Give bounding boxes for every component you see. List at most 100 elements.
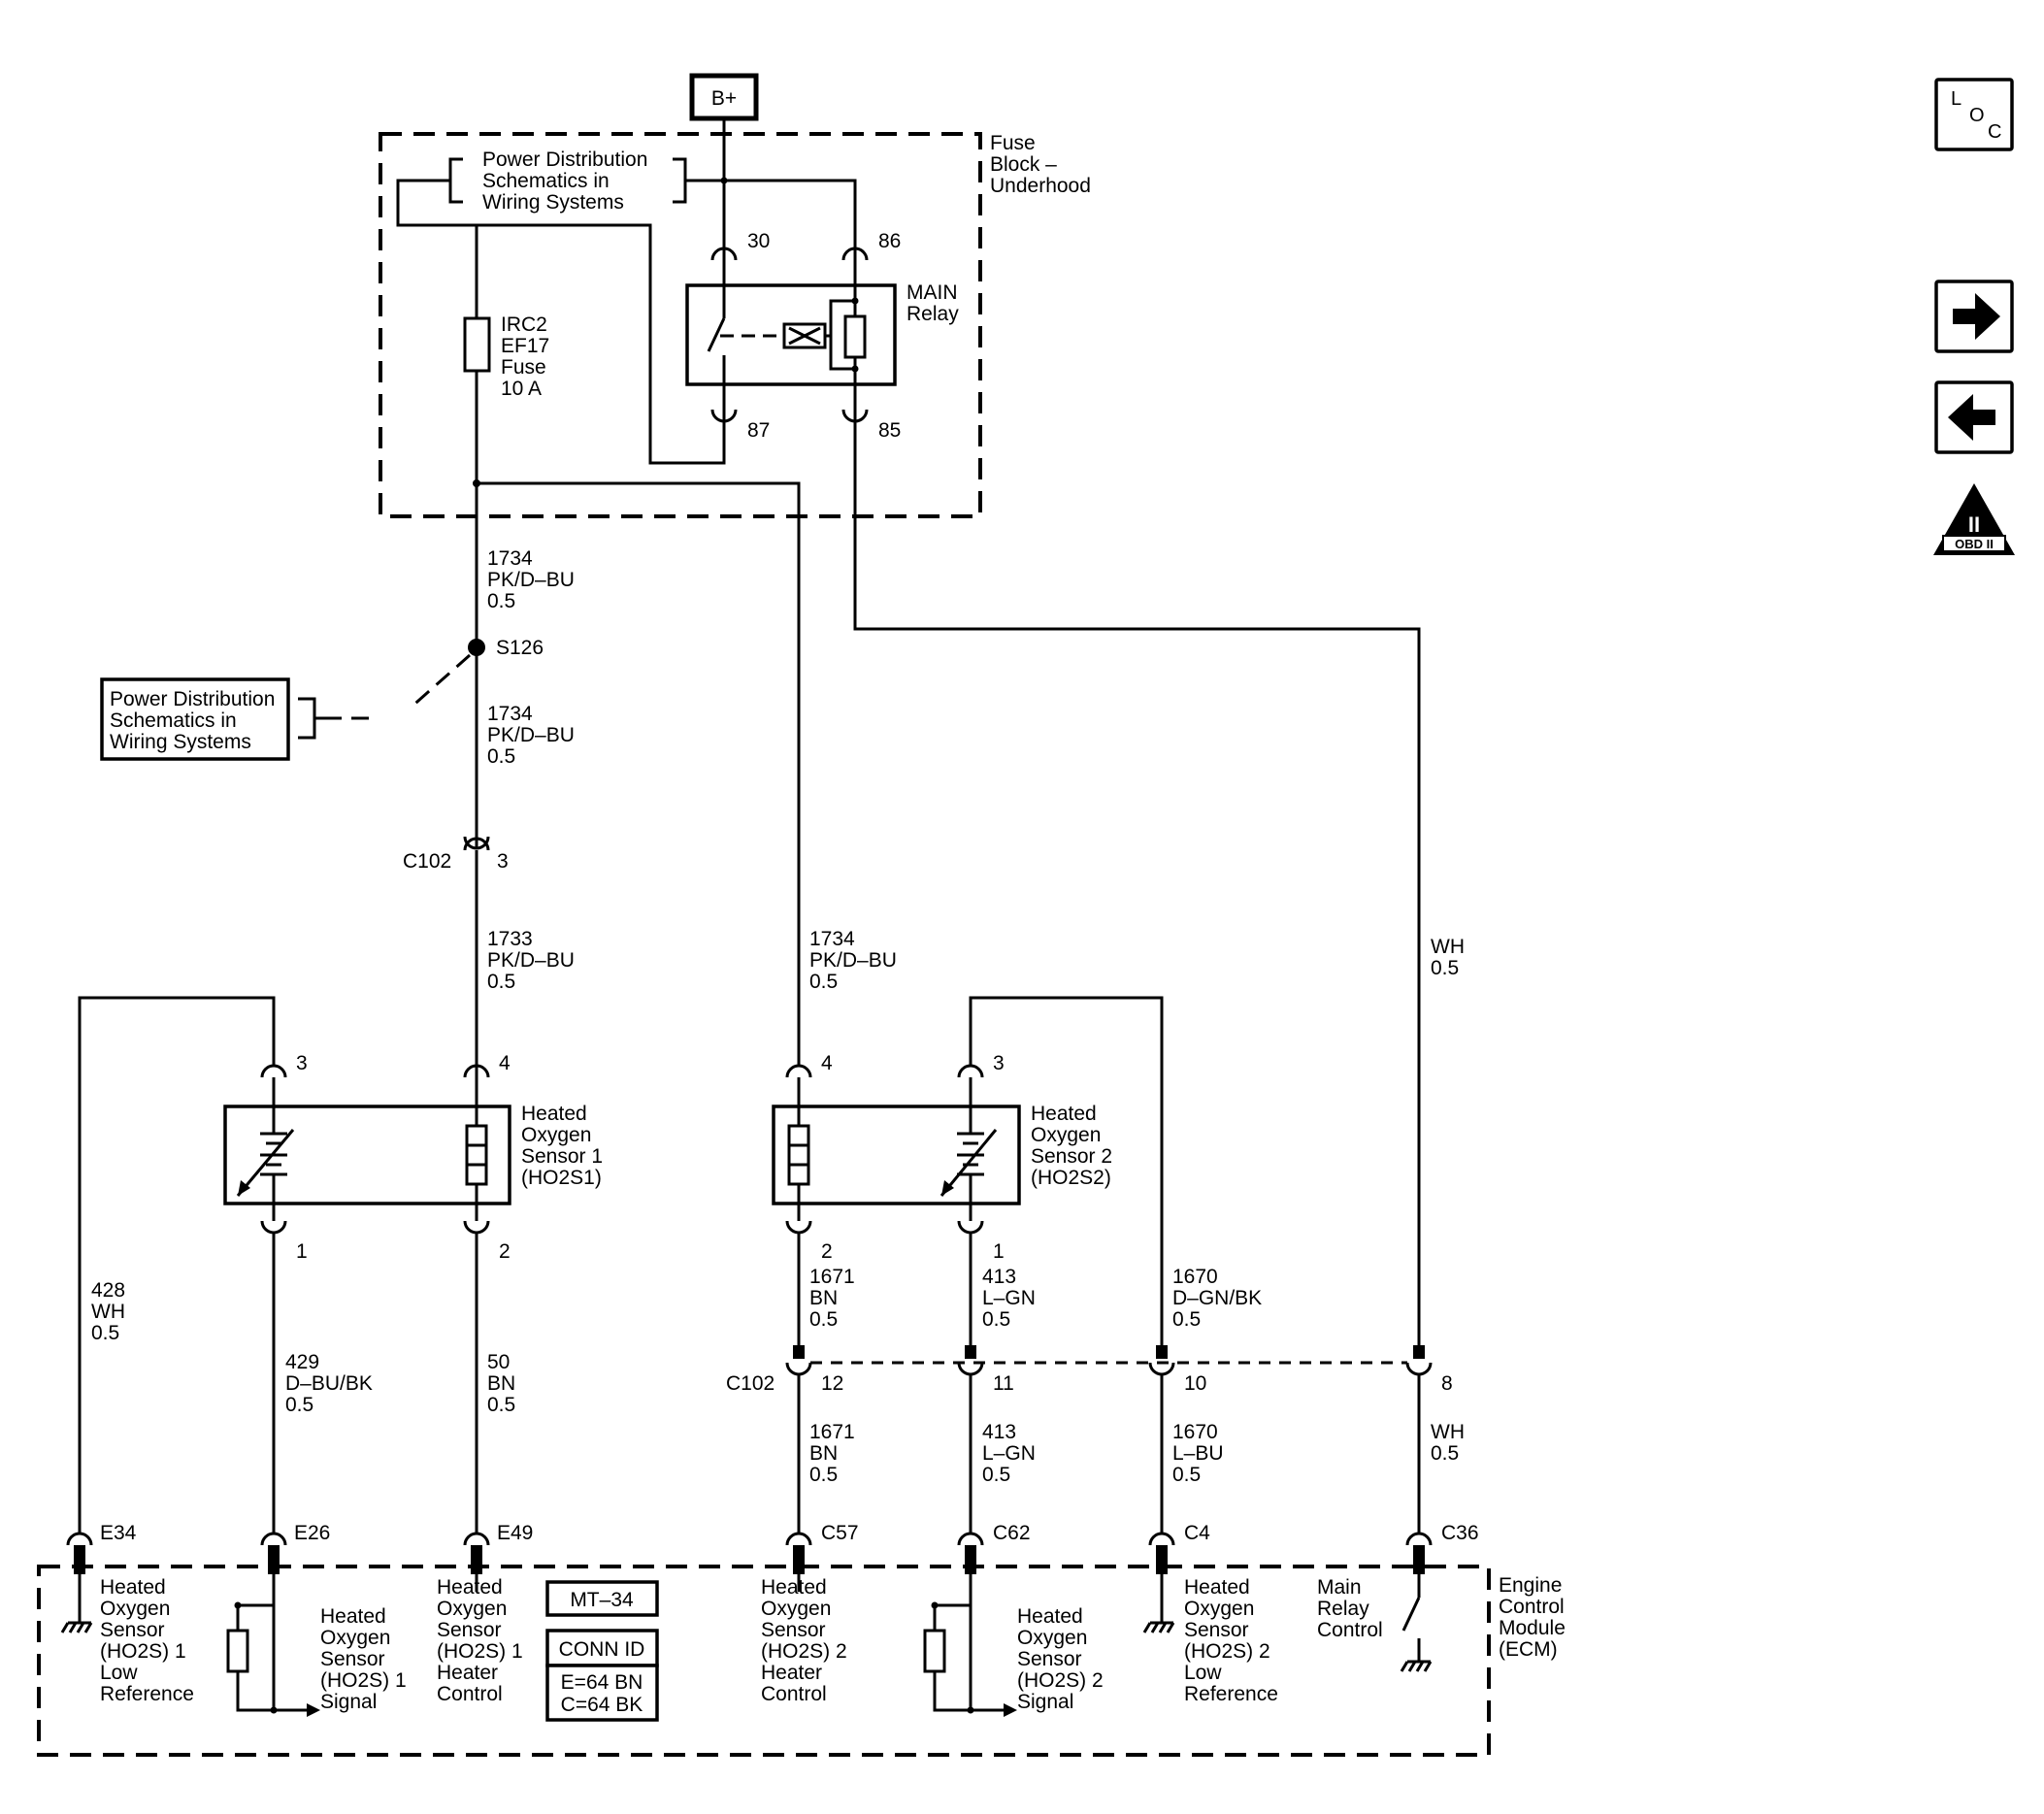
mt-34-tag: MT–34 (545, 1580, 659, 1617)
fuse-block-label: Fuse Block – Underhood (990, 132, 1091, 197)
sensor1-label: Heated Oxygen Sensor 1 (HO2S1) (521, 1103, 609, 1189)
ecm-pin-c62: C62 (957, 1522, 1031, 1574)
svg-text:C: C (1988, 121, 2001, 143)
svg-text:3: 3 (497, 850, 509, 873)
sensor2-pin3: 3 (957, 1052, 1005, 1106)
svg-text:E34: E34 (100, 1522, 137, 1544)
ground-icon (60, 1574, 93, 1633)
power-distribution-reference-side[interactable]: Power Distribution Schematics in Wiring … (100, 677, 324, 761)
wire-label-413-b: 413 L–GN 0.5 (982, 1421, 1041, 1486)
svg-text:4: 4 (821, 1052, 833, 1074)
svg-text:12: 12 (821, 1372, 843, 1395)
svg-text:II: II (1968, 512, 1980, 537)
heated-oxygen-sensor-1: Heated Oxygen Sensor 1 (HO2S1) (223, 1103, 609, 1205)
svg-text:E=64 BN: E=64 BN (561, 1671, 643, 1694)
svg-text:C=64 BK: C=64 BK (561, 1694, 643, 1716)
ecm-pin-c4: C4 (1148, 1522, 1210, 1574)
svg-text:L: L (1951, 88, 1962, 110)
wire-label-428: 428 WH 0.5 (91, 1279, 131, 1344)
fuse-block-boundary (379, 132, 982, 518)
svg-text:O: O (1969, 105, 1985, 126)
svg-text:1: 1 (296, 1240, 308, 1263)
ecm-boundary (37, 1565, 1491, 1757)
svg-text:C62: C62 (993, 1522, 1031, 1544)
relay-pin-86: 86 (841, 230, 901, 285)
svg-text:IRC2 EF17 Fuse: IRC2 EF17 Fuse 10 A (501, 313, 555, 400)
sensor2-pin2: 2 (785, 1204, 833, 1263)
svg-text:4: 4 (499, 1052, 511, 1074)
fuse-ef17: IRC2 EF17 Fuse 10 A (463, 313, 555, 400)
previous-page-arrow-icon[interactable] (1934, 380, 2014, 454)
s2-signal-circuit (923, 1574, 1017, 1717)
wire-1670-loop (969, 996, 1164, 1357)
ecm-func-s2-low-ref: Heated Oxygen Sensor (HO2S) 2 Low Refere… (1184, 1576, 1278, 1705)
svg-text:Power Distribution Schem: Power Distribution Schematics in Wiring … (110, 688, 280, 753)
wire-label-413-a: 413 L–GN 0.5 (982, 1266, 1041, 1331)
svg-text:Power Distribution Schem: Power Distribution Schematics in Wiring … (482, 148, 653, 214)
wire-1734-to-sensor2 (477, 481, 801, 1066)
svg-text:C102: C102 (726, 1372, 775, 1395)
heated-oxygen-sensor-2: Heated Oxygen Sensor 2 (HO2S2) (772, 1103, 1112, 1205)
svg-text:C102: C102 (403, 850, 451, 873)
sensor2-pin4: 4 (785, 1052, 833, 1106)
wire-label-1733: 1733 PK/D–BU 0.5 (487, 928, 580, 993)
relay-pin-85: 85 (841, 384, 901, 442)
relay-pin-87: 87 (710, 384, 770, 442)
svg-text:MT–34: MT–34 (570, 1589, 634, 1611)
splice-ref-leader (322, 653, 471, 720)
svg-text:C4: C4 (1184, 1522, 1210, 1544)
wire-label-wh-upper: WH 0.5 (1431, 936, 1470, 979)
splice-label: S126 (496, 637, 544, 659)
ecm-label: Engine Control Module (ECM) (1499, 1574, 1571, 1661)
svg-text:11: 11 (993, 1372, 1014, 1395)
wire-label-wh-lower: WH 0.5 (1431, 1421, 1470, 1465)
wire-label-429: 429 D–BU/BK 0.5 (285, 1351, 379, 1416)
sensor1-pin4: 4 (463, 1052, 511, 1106)
ecm-func-s2-signal: Heated Oxygen Sensor (HO2S) 2 Signal (1017, 1605, 1109, 1713)
svg-text:C36: C36 (1441, 1522, 1479, 1544)
svg-text:3: 3 (296, 1052, 308, 1074)
bplus-label: B+ (711, 87, 737, 110)
svg-text:E49: E49 (497, 1522, 533, 1544)
connector-c102-bottom: C102 12 11 10 8 (726, 1345, 1453, 1395)
wire-label-1670-b: 1670 L–BU 0.5 (1172, 1421, 1229, 1486)
power-distribution-reference-top[interactable]: Power Distribution Schematics in Wiring … (448, 148, 687, 214)
ecm-func-main-relay-control: Main Relay Control (1317, 1576, 1383, 1641)
wire-428 (78, 996, 276, 1534)
ecm-pin-e49: E49 (463, 1522, 533, 1574)
wire-label-1671-a: 1671 BN 0.5 (809, 1266, 861, 1331)
main-relay-label: MAIN Relay (907, 281, 963, 325)
sensor1-pin1: 1 (260, 1204, 308, 1263)
svg-text:1: 1 (993, 1240, 1005, 1263)
ecm-func-s1-heater: Heated Oxygen Sensor (HO2S) 1 Heater Con… (437, 1576, 529, 1705)
wire-relay85-to-c102 (853, 423, 1421, 1357)
connector-c102-pin3: C102 3 (403, 825, 509, 873)
svg-text:30: 30 (747, 230, 770, 252)
ecm-func-s1-low-ref: Heated Oxygen Sensor (HO2S) 1 Low Refere… (100, 1576, 194, 1705)
sensor1-pin2: 2 (463, 1204, 511, 1263)
wire-label-1671-b: 1671 BN 0.5 (809, 1421, 861, 1486)
next-page-arrow-icon[interactable] (1934, 280, 2014, 353)
ecm-pin-c36: C36 (1405, 1522, 1479, 1574)
wire-label-50: 50 BN 0.5 (487, 1351, 521, 1416)
obd-ii-icon[interactable]: II OBD II (1933, 483, 2015, 555)
loc-icon[interactable]: L O C (1934, 78, 2014, 151)
wire-label-1670-a: 1670 D–GN/BK 0.5 (1172, 1266, 1268, 1331)
wire-label-1734-a: 1734 PK/D–BU 0.5 (487, 547, 580, 612)
s1-signal-circuit (226, 1574, 320, 1717)
svg-text:C57: C57 (821, 1522, 859, 1544)
svg-text:86: 86 (878, 230, 901, 252)
wire-to-pin86 (724, 179, 857, 260)
main-relay-control-switch (1400, 1574, 1433, 1672)
svg-text:10: 10 (1184, 1372, 1206, 1395)
svg-text:OBD II: OBD II (1955, 537, 1994, 551)
svg-text:E26: E26 (294, 1522, 330, 1544)
svg-text:87: 87 (747, 419, 770, 442)
ecm-pin-c57: C57 (785, 1522, 859, 1574)
svg-text:2: 2 (499, 1240, 511, 1263)
conn-id-box: CONN ID E=64 BN C=64 BK (545, 1629, 659, 1722)
svg-text:2: 2 (821, 1240, 833, 1263)
svg-text:CONN ID: CONN ID (559, 1638, 645, 1661)
ecm-func-s2-heater: Heated Oxygen Sensor (HO2S) 2 Heater Con… (761, 1576, 853, 1705)
